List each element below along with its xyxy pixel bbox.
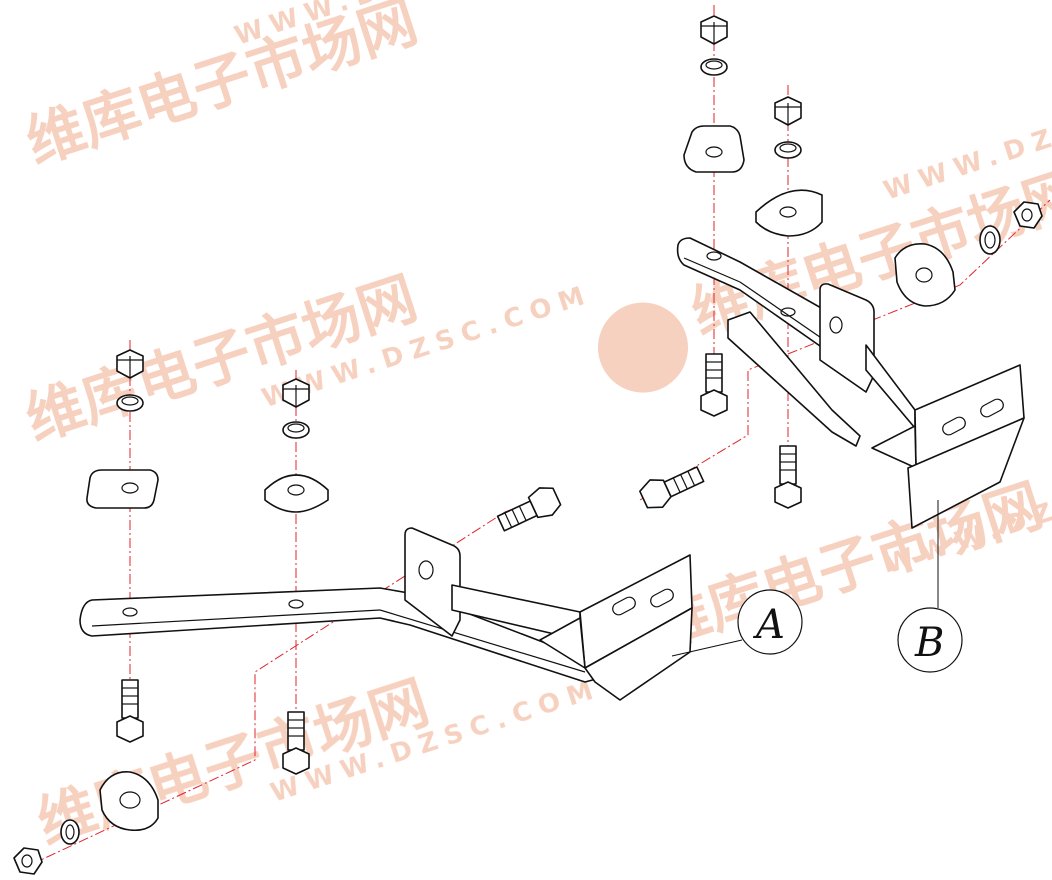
lock-washer <box>282 421 310 439</box>
hex-bolt <box>639 466 705 509</box>
hex-nut <box>13 847 43 875</box>
callout-a-label: A <box>752 602 785 648</box>
callout-b-label: B <box>914 620 944 666</box>
square-clamp-plate <box>683 125 745 173</box>
hex-bolt <box>282 711 310 775</box>
hex-nut <box>774 96 802 126</box>
d-shaped-washer <box>755 189 823 237</box>
watermark-text: 维库电子市场网 <box>644 471 1051 661</box>
lock-washer <box>60 819 80 845</box>
d-shaped-washer <box>264 474 329 513</box>
hex-bolt <box>496 487 562 532</box>
bracket-b <box>676 237 1025 529</box>
callout-a: A <box>671 589 803 657</box>
lock-washer <box>979 225 1001 255</box>
callout-b: B <box>897 500 963 673</box>
hex-bolt <box>774 445 802 509</box>
round-lug-plate <box>894 242 956 307</box>
square-clamp-plate <box>86 469 159 509</box>
hex-nut <box>700 15 728 45</box>
lock-washer <box>774 141 802 159</box>
round-lug-plate <box>99 771 159 832</box>
bracket-a <box>79 527 693 701</box>
lock-washer <box>116 394 144 412</box>
hex-bolt <box>116 679 144 743</box>
hex-nut <box>282 378 310 408</box>
hex-bolt <box>700 353 728 417</box>
lock-washer <box>700 58 728 76</box>
hex-nut <box>1013 201 1043 229</box>
hex-nut <box>116 349 144 379</box>
watermark-text: 维库电子市场网 <box>18 0 425 177</box>
